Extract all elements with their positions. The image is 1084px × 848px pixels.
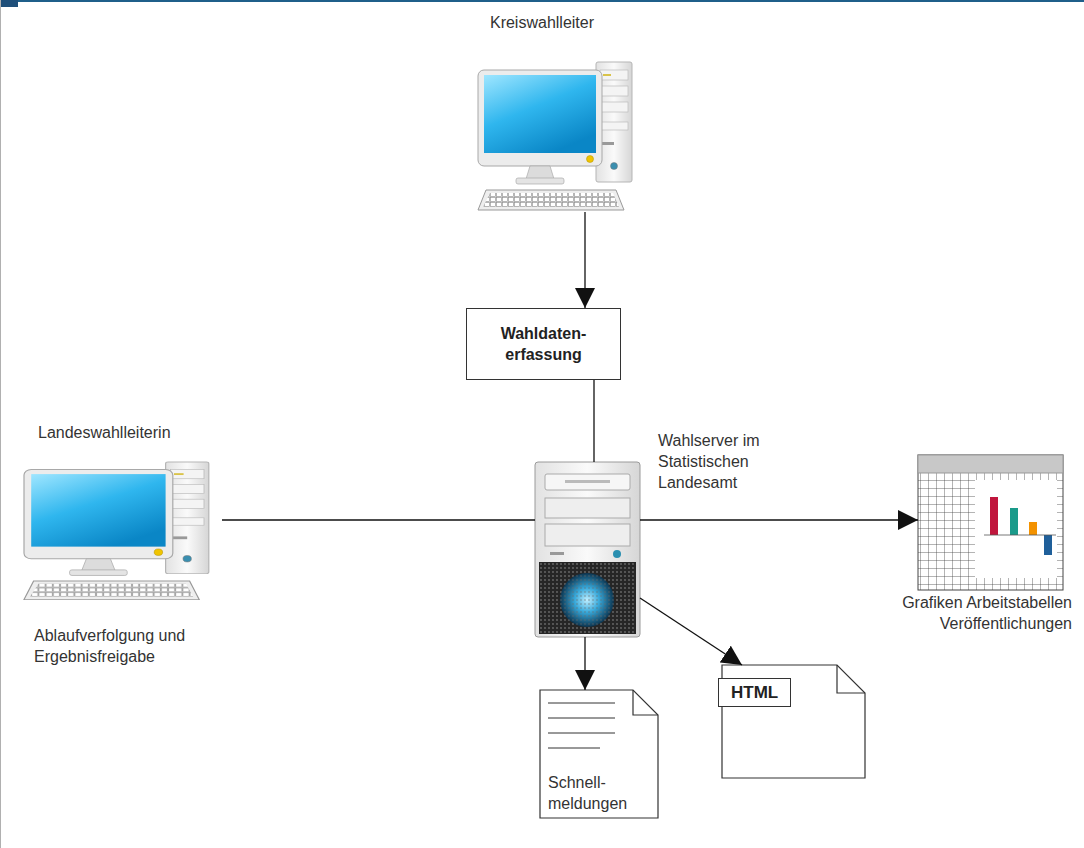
node-label: Landeswahlleiterin bbox=[38, 422, 258, 443]
connector-arrow bbox=[640, 519, 918, 520]
node-label: Schnell- meldungen bbox=[548, 772, 648, 814]
node-label: Grafiken Arbeitstabellen Veröffentlichun… bbox=[892, 592, 1072, 634]
connector-line bbox=[593, 380, 594, 462]
box-label: Wahldaten- erfassung bbox=[467, 323, 620, 365]
computer-icon: LandeswahlleiterinAblaufverfolgung und E… bbox=[22, 462, 222, 602]
connector-line bbox=[222, 519, 535, 520]
process-box: Wahldaten- erfassung bbox=[466, 308, 621, 380]
computer-icon: Kreiswahlleiter bbox=[478, 62, 634, 212]
node-label: HTML bbox=[718, 678, 791, 707]
chart-icon: Grafiken Arbeitstabellen Veröffentlichun… bbox=[918, 455, 1063, 590]
connector-arrow bbox=[584, 212, 585, 308]
node-caption: Ablaufverfolgung und Ergebnisfreigabe bbox=[34, 625, 234, 667]
connector-arrow bbox=[640, 598, 742, 665]
document-icon: HTML bbox=[722, 665, 865, 778]
server-icon: Wahlserver im Statistischen Landesamt bbox=[535, 462, 640, 637]
document-icon: Schnell- meldungen bbox=[540, 690, 658, 818]
node-label: Kreiswahlleiter bbox=[424, 12, 660, 33]
connector-arrow bbox=[584, 637, 585, 690]
node-label: Wahlserver im Statistischen Landesamt bbox=[658, 430, 798, 493]
